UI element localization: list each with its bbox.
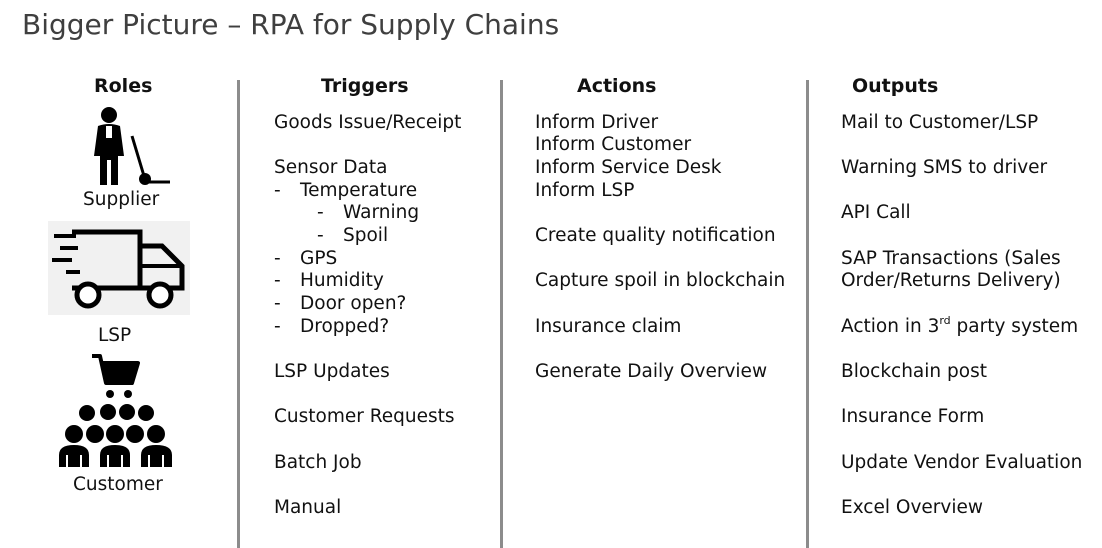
output-item: Insurance Form (841, 406, 985, 427)
trigger-subitem-label: Humidity (300, 270, 384, 291)
trigger-subitem-label: Door open? (300, 293, 407, 314)
role-customer: Customer (73, 474, 163, 495)
trigger-subitem-label: Warning (343, 202, 420, 223)
outputs-header: Outputs (852, 75, 939, 97)
column-divider (500, 80, 503, 548)
bullet-dash: - (317, 225, 324, 246)
column-divider (237, 80, 240, 548)
trigger-subsubitem: -Warning (317, 202, 419, 224)
output-item: Order/Returns Delivery) (841, 270, 1061, 291)
trigger-item: Goods Issue/Receipt (274, 112, 462, 133)
output-text: Action in 3 (841, 316, 940, 337)
actions-header: Actions (577, 75, 657, 97)
output-item: Blockchain post (841, 361, 987, 382)
trigger-item: Customer Requests (274, 406, 455, 427)
output-text: party system (950, 316, 1079, 337)
trigger-subitem-label: GPS (300, 248, 338, 269)
role-supplier: Supplier (83, 189, 160, 210)
bullet-dash: - (274, 293, 281, 314)
shopping-cart-icon (92, 354, 140, 398)
action-item: Capture spoil in blockchain (535, 270, 786, 291)
bullet-dash: - (274, 270, 281, 291)
role-lsp: LSP (98, 325, 132, 346)
trigger-subitem: -Humidity (274, 270, 384, 292)
action-item: Inform Service Desk (535, 157, 722, 178)
trigger-subitem-label: Dropped? (300, 316, 390, 337)
trigger-item: Sensor Data (274, 157, 388, 178)
output-item: Mail to Customer/LSP (841, 112, 1039, 133)
page-title: Bigger Picture – RPA for Supply Chains (22, 8, 560, 41)
action-item: Create quality notification (535, 225, 776, 246)
trigger-subitem-label: Spoil (343, 225, 389, 246)
trigger-item: Batch Job (274, 452, 362, 473)
worker-with-hand-truck-icon (94, 107, 170, 185)
action-item: Insurance claim (535, 316, 682, 337)
trigger-item: Manual (274, 497, 342, 518)
trigger-subitem: -Door open? (274, 293, 406, 315)
delivery-truck-icon (52, 229, 185, 309)
output-item: Warning SMS to driver (841, 157, 1048, 178)
output-item: SAP Transactions (Sales (841, 248, 1061, 269)
bullet-dash: - (274, 316, 281, 337)
action-item: Inform Driver (535, 112, 659, 133)
output-item: Update Vendor Evaluation (841, 452, 1083, 473)
action-item: Inform LSP (535, 180, 635, 201)
action-item: Generate Daily Overview (535, 361, 768, 382)
bullet-dash: - (274, 248, 281, 269)
trigger-item: LSP Updates (274, 361, 390, 382)
ordinal-superscript: rd (939, 314, 951, 327)
output-item: API Call (841, 202, 911, 223)
trigger-subitem: -GPS (274, 248, 337, 270)
crowd-icon (59, 404, 172, 467)
trigger-subitem: -Temperature (274, 180, 417, 202)
trigger-subitem: -Dropped? (274, 316, 389, 338)
output-item: Action in 3rd party system (841, 314, 1079, 338)
triggers-header: Triggers (321, 75, 409, 97)
column-divider (806, 80, 809, 548)
bullet-dash: - (274, 180, 281, 201)
output-item: Excel Overview (841, 497, 983, 518)
roles-header: Roles (94, 75, 153, 97)
trigger-subitem-label: Temperature (300, 180, 418, 201)
action-item: Inform Customer (535, 134, 692, 155)
bullet-dash: - (317, 202, 324, 223)
trigger-subsubitem: -Spoil (317, 225, 388, 247)
